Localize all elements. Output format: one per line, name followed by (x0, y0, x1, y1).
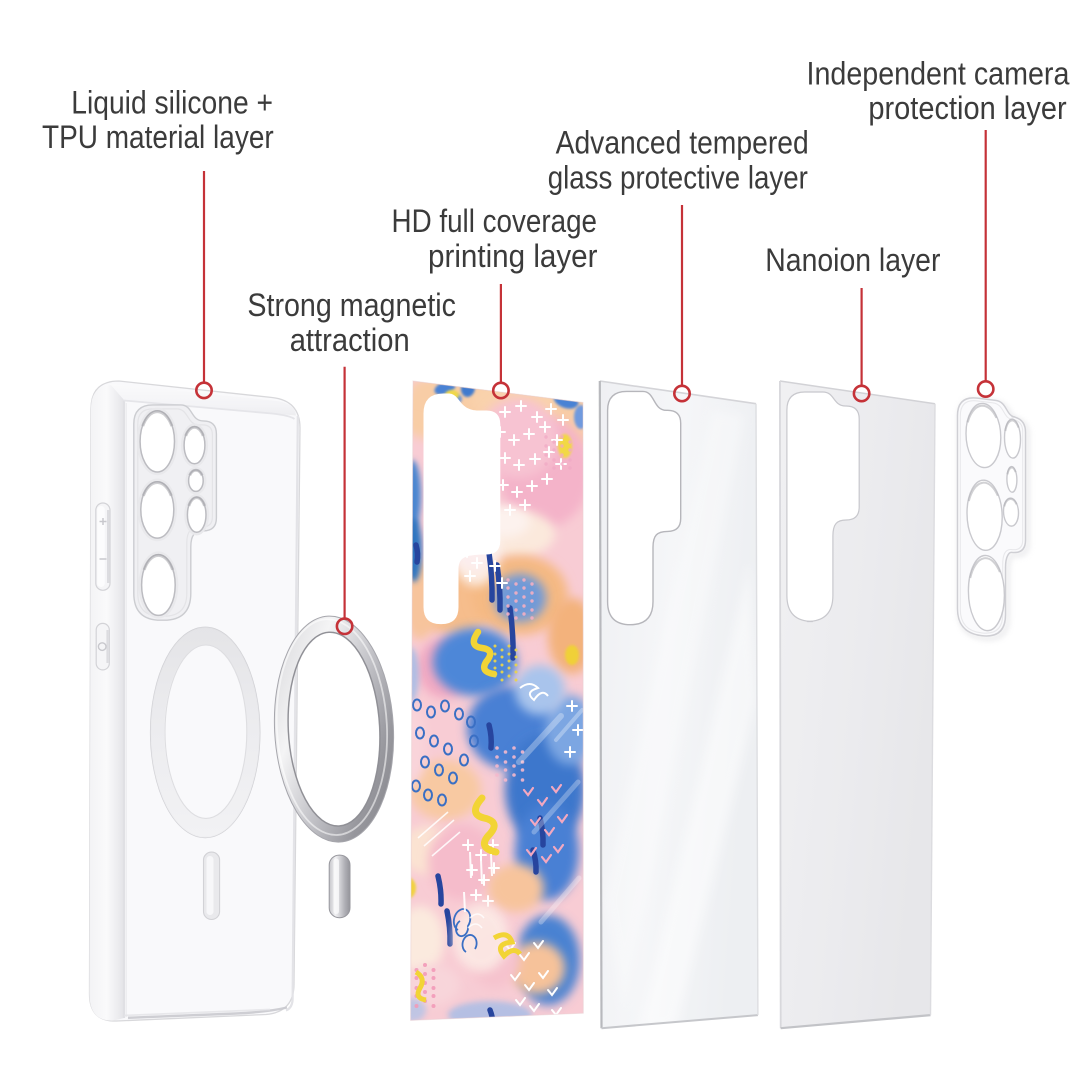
svg-text:Strong magnetic: Strong magnetic (247, 287, 456, 323)
svg-text:attraction: attraction (290, 322, 410, 358)
svg-text:glass protective layer: glass protective layer (548, 159, 808, 195)
svg-text:Liquid silicone +: Liquid silicone + (71, 85, 273, 121)
svg-text:protection layer: protection layer (868, 90, 1067, 126)
svg-text:TPU material layer: TPU material layer (42, 119, 274, 155)
svg-text:HD full coverage: HD full coverage (392, 203, 598, 239)
svg-text:Nanoion layer: Nanoion layer (765, 242, 940, 278)
svg-text:Independent camera: Independent camera (807, 55, 1070, 91)
svg-text:printing layer: printing layer (428, 238, 598, 274)
svg-text:Advanced tempered: Advanced tempered (556, 124, 809, 160)
